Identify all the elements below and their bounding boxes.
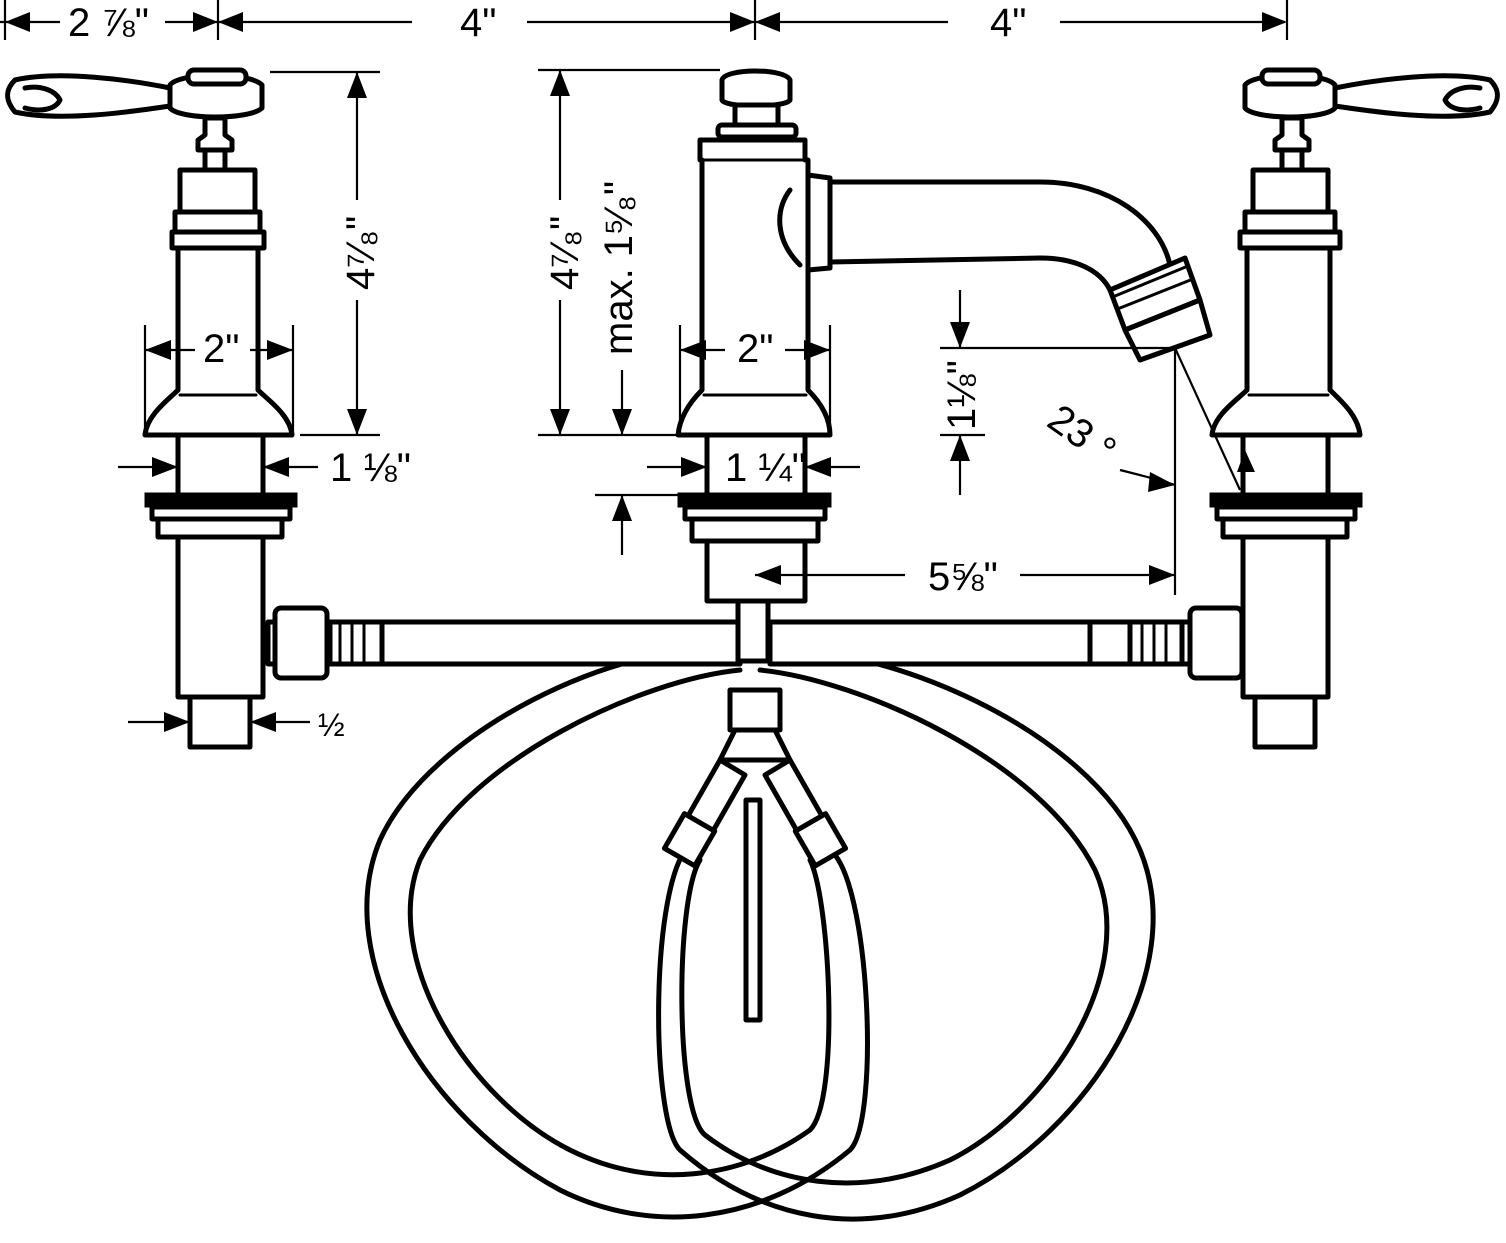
flexible-hose-loops <box>364 646 1156 1222</box>
label-handle-base: 2" <box>203 327 239 371</box>
label-aerator-clearance: 1⅛" <box>940 360 984 430</box>
label-max-deck: max. 1⁵⁄₈" <box>597 181 641 355</box>
label-connection: ½ <box>318 707 345 743</box>
label-spacing-right: 4" <box>990 1 1026 45</box>
supply-tubes <box>241 605 1266 681</box>
label-spout-shank: 1 ¼" <box>725 446 806 490</box>
dimension-lines <box>0 0 1289 732</box>
label-handle-height: 4⁷⁄₈" <box>339 216 383 290</box>
label-handle-reach: 2 ⅞" <box>68 1 149 45</box>
label-spout-height: 4⁷⁄₈" <box>543 216 587 290</box>
label-spout-base: 2" <box>737 327 773 371</box>
left-handle-valve <box>5 67 298 750</box>
label-spout-reach: 5⅝" <box>928 555 998 599</box>
label-spacing-left: 4" <box>460 1 496 45</box>
right-handle-valve <box>1209 67 1500 750</box>
label-spray-angle: 23 ° <box>1040 396 1124 473</box>
spout-body <box>661 68 1213 1023</box>
label-handle-shank: 1 ⅛" <box>330 446 411 490</box>
